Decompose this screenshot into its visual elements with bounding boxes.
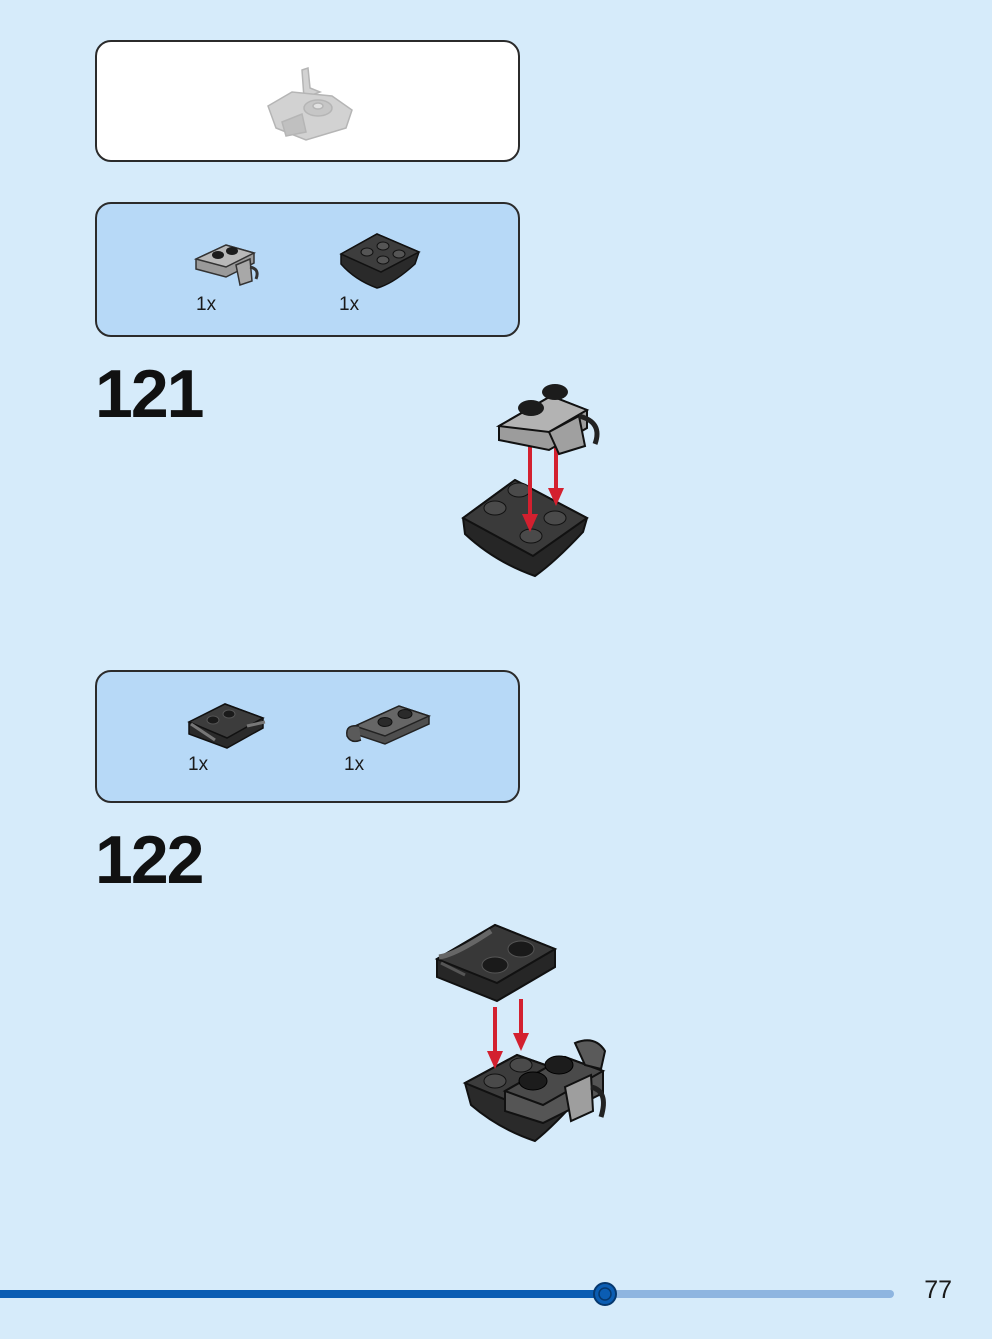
page-number: 77 — [924, 1276, 952, 1304]
parts-list-step-122: 1x 1x — [95, 670, 520, 803]
part-qty: 1x — [344, 754, 365, 775]
previous-assembly-preview — [95, 40, 520, 162]
part-qty: 1x — [188, 754, 209, 775]
previous-assembly-thumbnail — [267, 66, 353, 141]
black-plate-with-handle-icon — [187, 703, 266, 749]
light-gray-plate-with-clip-icon — [193, 244, 259, 286]
black-curved-wedge-plate-icon — [339, 233, 421, 289]
parts-list-step-121: 1x 1x — [95, 202, 520, 337]
dark-gray-plate-with-clip-end-icon — [346, 705, 432, 745]
progress-bar — [0, 1282, 894, 1306]
part-qty: 1x — [339, 294, 360, 315]
part-qty: 1x — [196, 294, 217, 315]
step-number: 121 — [95, 356, 204, 432]
step-number: 122 — [95, 822, 204, 898]
step-121-assembly-illustration — [461, 384, 600, 578]
step-122-assembly-illustration — [434, 923, 607, 1143]
progress-knob-center — [598, 1287, 612, 1301]
